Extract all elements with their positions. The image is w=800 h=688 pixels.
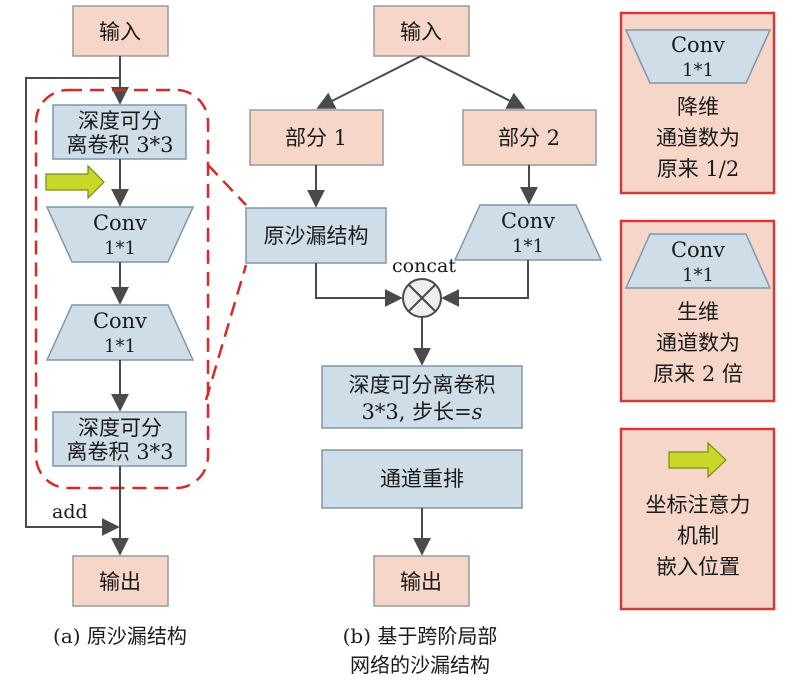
a-dwconv-bottom — [52, 411, 187, 467]
legend-2-desc-l2: 通道数为 — [656, 331, 740, 355]
b-caption-l2: 网络的沙漏结构 — [350, 653, 490, 677]
a-input-box — [72, 5, 169, 57]
b-line-right-to-concat — [441, 260, 529, 307]
b-part2-label: 部分 2 — [498, 126, 560, 150]
b-caption-l1: (b) 基于跨阶局部 — [343, 624, 498, 648]
legend-2-conv-l1: Conv — [671, 238, 725, 262]
legend-3-desc-l3: 嵌入位置 — [656, 555, 740, 579]
b-output-box — [373, 555, 470, 607]
a-conv-reduce-l1: Conv — [93, 211, 147, 235]
a-dwconv-bottom-l2: 离卷积 3*3 — [67, 440, 174, 464]
legend-conv-reduce-shape — [624, 29, 772, 84]
a-caption: (a) 原沙漏结构 — [53, 624, 187, 648]
a-output-box — [72, 555, 169, 607]
diagram-b: 输入 部分 1 部分 2 原沙漏结构 Conv 1*1 concat 深 — [245, 5, 603, 677]
b-output-label: 输出 — [400, 570, 442, 594]
b-conv-expand — [453, 204, 603, 261]
legend-2-conv-l2: 1*1 — [682, 265, 714, 286]
legend-1-desc-l1: 降维 — [677, 95, 719, 119]
a-attention-arrow-icon — [45, 164, 105, 200]
b-dwconv-l1: 深度可分离卷积 — [349, 373, 496, 397]
a-output-label: 输出 — [99, 570, 141, 594]
legend: Conv 1*1 降维 通道数为 原来 1/2 Conv 1*1 生维 通道数为… — [619, 11, 776, 611]
legend-1-conv-l1: Conv — [671, 33, 725, 57]
legend-2-desc-l3: 原来 2 倍 — [653, 362, 743, 386]
a-conv-reduce — [45, 206, 195, 263]
arrow-right-icon — [668, 441, 727, 479]
zoom-line-bottom — [204, 264, 248, 401]
a-conv-expand-l1: Conv — [93, 309, 147, 333]
b-conv-l2: 1*1 — [512, 236, 544, 257]
legend-2-desc-l1: 生维 — [677, 300, 719, 324]
b-dwconv-box — [321, 365, 523, 429]
a-conv-expand-l2: 1*1 — [104, 336, 136, 357]
zoom-line-top — [207, 164, 247, 206]
a-conv-expand — [45, 304, 195, 361]
a-dwconv-top-l1: 深度可分 — [78, 109, 162, 133]
legend-1-conv-l2: 1*1 — [682, 60, 714, 81]
b-part2-box — [462, 109, 597, 166]
b-arrow-split-left — [316, 55, 422, 109]
b-input-label: 输入 — [400, 20, 442, 44]
a-skip-connection — [25, 77, 120, 536]
legend-conv-expand-shape — [624, 233, 772, 289]
a-add-label: add — [52, 501, 88, 523]
b-shuffle-label: 通道重排 — [380, 467, 464, 491]
b-input-box — [373, 5, 470, 57]
legend-3-desc-l1: 坐标注意力 — [646, 493, 751, 517]
b-concat-icon — [402, 278, 442, 318]
b-line-left-to-concat — [315, 263, 403, 307]
b-orig-hourglass-box — [245, 207, 387, 264]
a-dwconv-top-l2: 离卷积 3*3 — [67, 133, 174, 157]
legend-3-desc-l2: 机制 — [677, 524, 719, 548]
b-concat-label: concat — [392, 255, 456, 277]
b-part1-label: 部分 1 — [285, 126, 347, 150]
legend-1-desc-l3: 原来 1/2 — [657, 157, 739, 181]
legend-1-desc-l2: 通道数为 — [656, 126, 740, 150]
a-input-label: 输入 — [99, 20, 141, 44]
b-part1-box — [249, 109, 384, 166]
b-dwconv-l2: 3*3, 步长=s — [362, 400, 483, 424]
b-shuffle-box — [321, 449, 523, 509]
a-dashed-region — [34, 88, 210, 490]
a-dwconv-top — [52, 104, 187, 160]
b-orig-hourglass-label: 原沙漏结构 — [264, 224, 369, 248]
b-conv-l1: Conv — [501, 209, 555, 233]
b-arrow-split-right — [420, 55, 526, 109]
diagram-a: 输入 深度可分 离卷积 3*3 Conv 1*1 Conv 1*1 深度可分 离… — [25, 5, 210, 648]
a-dwconv-bottom-l1: 深度可分 — [78, 416, 162, 440]
a-conv-reduce-l2: 1*1 — [104, 238, 136, 259]
